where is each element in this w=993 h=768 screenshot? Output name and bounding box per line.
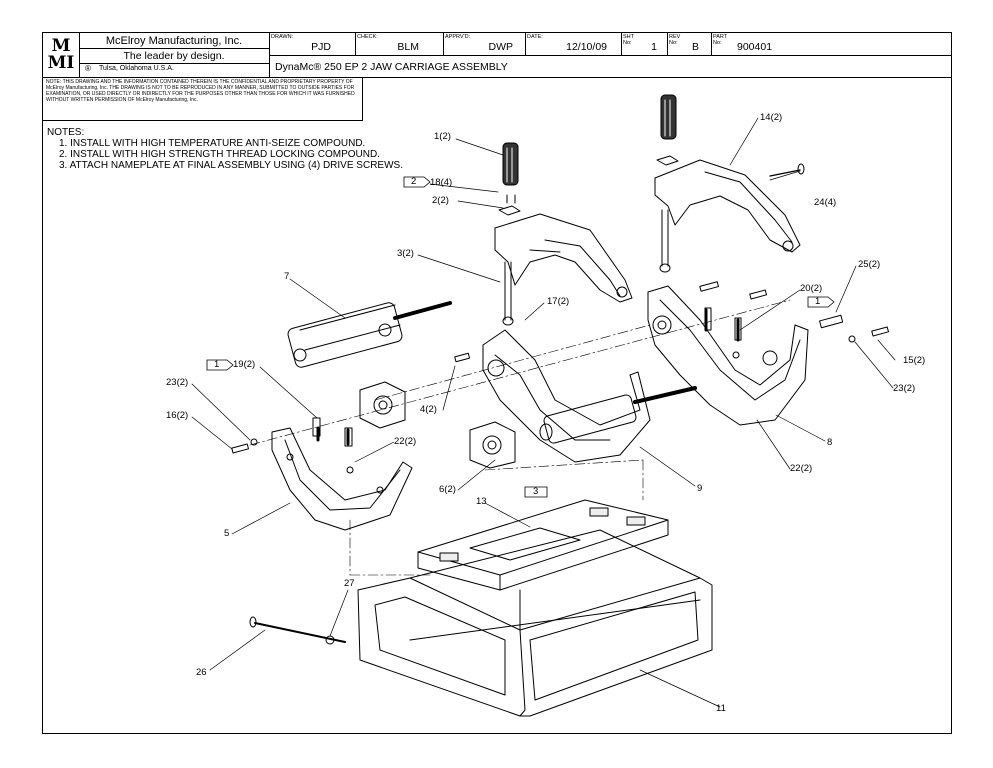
callout-8: 8 <box>827 437 833 448</box>
notes-heading: NOTES: <box>47 127 85 138</box>
title-block: M MI McElroy Manufacturing, Inc. The lea… <box>43 33 951 78</box>
check-value: BLM <box>397 41 419 53</box>
carriage-frame-part-11 <box>357 529 713 717</box>
drawing-title: DynaMc® 250 EP 2 JAW CARRIAGE ASSEMBLY <box>275 61 508 73</box>
callout-26: 26 <box>196 667 207 678</box>
drawn-cell: DRAWN: PJD <box>269 33 356 55</box>
carriage-jaw-center <box>482 329 697 463</box>
note-flag-1-left <box>206 359 234 371</box>
check-cell: CHECK: BLM <box>355 33 444 55</box>
note-flag-1-right-label: 1 <box>815 296 821 307</box>
callout-4: 4(2) <box>420 404 437 415</box>
notes-block: NOTES: 1. INSTALL WITH HIGH TEMPERATURE … <box>47 127 403 171</box>
note-2: 2. INSTALL WITH HIGH STRENGTH THREAD LOC… <box>59 149 380 160</box>
company-location: Tulsa, Oklahoma U.S.A. <box>99 65 174 72</box>
date-cell: DATE: 12/10/09 <box>525 33 622 55</box>
sheet-value: 1 <box>651 41 657 53</box>
callout-13: 13 <box>476 496 487 507</box>
callout-14: 14(2) <box>760 112 783 123</box>
part-cell: PART No: 900401 <box>713 34 773 53</box>
part-value: 900401 <box>737 41 773 53</box>
registered-mark: ® <box>85 64 91 73</box>
company-tagline: The leader by design. <box>79 50 269 64</box>
centerlines <box>249 299 791 576</box>
hydraulic-cylinder-part-7 <box>287 301 452 368</box>
callout-25: 25(2) <box>858 259 881 270</box>
upper-jaw-left <box>494 213 633 326</box>
callout-24: 24(4) <box>814 197 837 208</box>
approved-cell: APPRV'D: DWP <box>443 33 526 55</box>
callout-11: 11 <box>716 703 726 714</box>
callout-5: 5 <box>224 528 230 539</box>
callout-19: 19(2) <box>233 359 256 370</box>
end-frame-part-5 <box>271 426 413 531</box>
fasteners <box>231 281 890 474</box>
mcelroy-logo: M MI <box>43 33 80 77</box>
callout-23-right: 23(2) <box>893 383 916 394</box>
callout-1: 1(2) <box>434 131 451 142</box>
approved-value: DWP <box>488 41 514 53</box>
callout-16: 16(2) <box>166 410 189 421</box>
pin-part-26 <box>249 616 346 645</box>
drawn-value: PJD <box>311 41 331 53</box>
note-flag-1-right <box>807 296 835 308</box>
note-flag-1-left-label: 1 <box>214 359 220 370</box>
callout-23-left: 23(2) <box>166 377 189 388</box>
date-value: 12/10/09 <box>566 41 607 53</box>
revision-value: B <box>691 41 699 53</box>
callout-22-left: 22(2) <box>394 436 417 447</box>
callout-9: 9 <box>697 483 703 494</box>
handle-part-1-left <box>498 142 521 216</box>
clamp-block-part-6 <box>469 421 516 469</box>
upper-jaw-right <box>654 159 805 273</box>
callout-17: 17(2) <box>547 296 570 307</box>
block-part-19 <box>359 381 406 429</box>
callout-20: 20(2) <box>800 283 823 294</box>
note-1: 1. INSTALL WITH HIGH TEMPERATURE ANTI-SE… <box>59 138 366 149</box>
end-frame-part-8 <box>647 285 809 426</box>
proprietary-notice: NOTE: THIS DRAWING AND THE INFORMATION C… <box>43 77 363 121</box>
drawing-sheet: M MI McElroy Manufacturing, Inc. The lea… <box>42 32 952 734</box>
note-flag-2-label: 2 <box>411 176 417 187</box>
callout-6: 6(2) <box>439 484 456 495</box>
note-flag-3-label: 3 <box>533 486 539 497</box>
revision-cell: REV No: B <box>667 33 712 55</box>
note-flag-3 <box>524 486 548 498</box>
callout-7: 7 <box>284 271 290 282</box>
leader-lines <box>191 117 896 708</box>
handle-part-14-right <box>656 94 679 166</box>
callout-3: 3(2) <box>397 248 414 259</box>
callout-15: 15(2) <box>903 355 926 366</box>
callout-27: 27 <box>344 578 355 589</box>
drawing-title-row: DynaMc® 250 EP 2 JAW CARRIAGE ASSEMBLY <box>269 55 951 78</box>
company-name: McElroy Manufacturing, Inc. <box>79 35 269 49</box>
note-3: 3. ATTACH NAMEPLATE AT FINAL ASSEMBLY US… <box>59 160 403 171</box>
base-plate-part-13 <box>417 499 669 591</box>
sheet-cell: SHT No: 1 <box>621 33 668 55</box>
callout-2: 2(2) <box>432 195 449 206</box>
callout-18: 18(4) <box>430 177 453 188</box>
callout-22-right: 22(2) <box>790 463 813 474</box>
note-flag-2 <box>403 176 431 188</box>
